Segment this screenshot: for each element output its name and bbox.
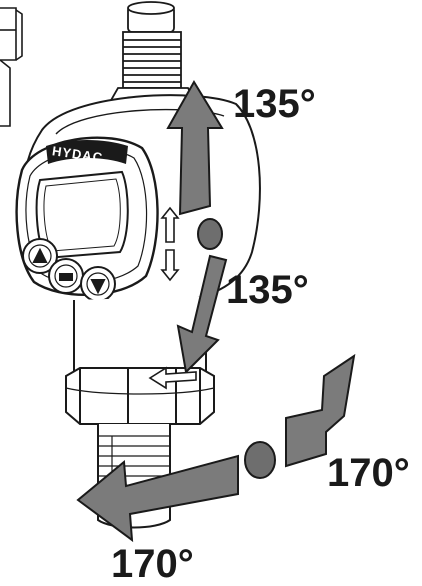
base-pivot-knob <box>244 441 276 479</box>
rotation-arrow-left <box>76 454 239 543</box>
triangle-up-icon <box>32 247 48 263</box>
brand-logo-text: HYDAC <box>51 143 104 165</box>
rotation-label-middle: 135° <box>226 268 309 312</box>
rotation-arrow-right <box>285 353 356 468</box>
connector <box>108 1 198 103</box>
control-buttons <box>22 238 116 302</box>
rotation-arrow-up <box>166 80 224 216</box>
rotation-label-top: 135° <box>233 82 316 126</box>
brand-logo: HYDAC <box>46 140 128 165</box>
triangle-down-icon <box>90 279 106 295</box>
housing-pivot-knob <box>197 218 223 250</box>
button-enter[interactable] <box>48 258 84 294</box>
rotation-label-bottom: 170° <box>111 542 194 586</box>
rotation-arrow-small <box>148 366 197 390</box>
button-up[interactable] <box>22 238 58 274</box>
inset-detail-fragment <box>0 7 23 127</box>
button-down[interactable] <box>80 266 116 302</box>
rotation-indicator-icon <box>160 206 180 282</box>
rotation-label-right: 170° <box>327 451 410 495</box>
enter-icon <box>59 273 73 281</box>
rotation-arrow-down <box>176 254 228 375</box>
